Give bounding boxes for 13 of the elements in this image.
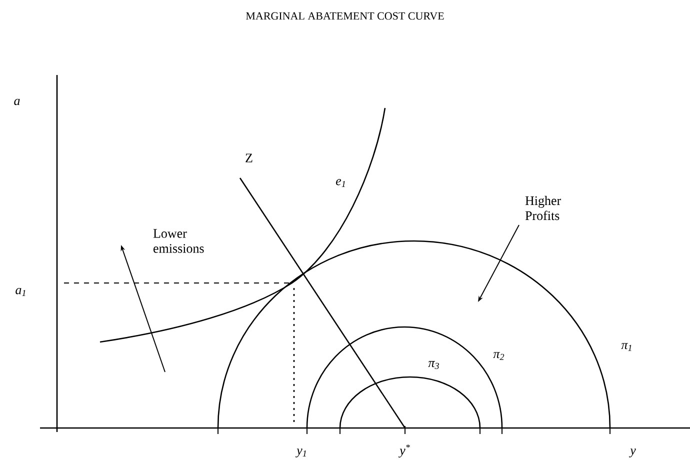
title: MARGINAL ABATEMENT COST CURVE (246, 12, 444, 20)
axis-label: a (14, 98, 20, 106)
axis-label: Lower emissions (153, 229, 204, 253)
axis-label: π$_{1}$ (621, 343, 632, 351)
axis-label: π$_{2}$ (493, 352, 504, 360)
axis-label: Z (246, 154, 252, 162)
axis-label: e$_{1}$ (336, 179, 345, 187)
axis-label: π$_{3}$ (428, 361, 439, 369)
axis-label: y$_{1}$ (296, 448, 306, 458)
axis-label: y (629, 448, 636, 458)
axis-label: a$_{1}$ (16, 288, 26, 296)
axis-label: y$^{*}$ (398, 444, 410, 458)
axis-label: Higher Profits (525, 196, 561, 220)
